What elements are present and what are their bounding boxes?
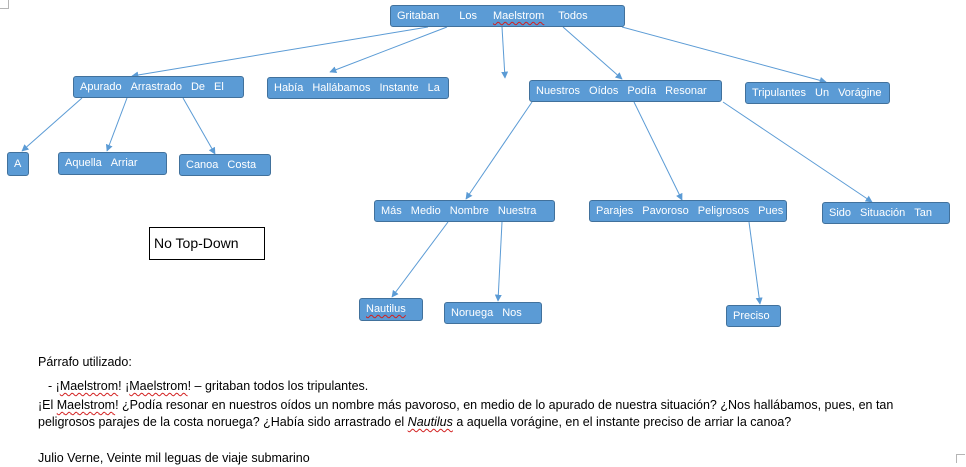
- node-a: A: [7, 152, 29, 176]
- note-box: No Top-Down: [149, 227, 265, 260]
- connector-arrow: [21, 97, 83, 152]
- quote-line-fragment: ! – gritaban todos los tripulantes.: [187, 379, 369, 393]
- node-word: Un: [815, 87, 830, 99]
- connector-arrow: [391, 221, 449, 298]
- node-word: Apurado: [80, 81, 122, 93]
- nautilus-italic-word: Nautilus: [407, 415, 453, 429]
- quote-line: - ¡Maelstrom! ¡Maelstrom! – gritaban tod…: [48, 378, 368, 394]
- connector-arrow: [748, 221, 763, 305]
- node-word: A: [14, 158, 22, 170]
- quote-line-fragment: - ¡: [48, 379, 60, 393]
- attribution: Julio Verne, Veinte mil leguas de viaje …: [38, 451, 310, 465]
- connector-arrow: [722, 101, 873, 203]
- node-word: Gritaban: [397, 10, 440, 22]
- body-line-2: peligrosos parajes de la costa noruega? …: [38, 414, 791, 430]
- body-line-1-fragment: ¡El: [38, 398, 57, 412]
- node-sido: Sido Situación Tan: [822, 202, 950, 224]
- node-word: Vorágine: [838, 87, 882, 99]
- node-word: Aquella: [65, 157, 102, 169]
- node-word: Parajes: [596, 205, 634, 217]
- body-line-1: ¡El Maelstrom! ¿Podía resonar en nuestro…: [38, 397, 893, 413]
- node-tripulantes: Tripulantes Un Vorágine: [745, 82, 890, 104]
- node-word: Hallábamos: [312, 82, 371, 94]
- body-line-1-text: ¡El Maelstrom! ¿Podía resonar en nuestro…: [38, 398, 893, 412]
- node-word: Maelstrom: [492, 10, 545, 22]
- quote-line-fragment: ! ¡: [118, 379, 130, 393]
- node-word: Nombre: [449, 205, 489, 217]
- node-word: Podía: [627, 85, 657, 97]
- node-parajes: Parajes Pavoroso Peligrosos Pues: [589, 200, 787, 222]
- connector-arrow: [494, 221, 503, 302]
- node-root: Gritaban Los Maelstrom Todos: [390, 5, 625, 27]
- node-apurado: Apurado Arrastrado De El: [73, 76, 244, 98]
- node-mas: Más Medio Nombre Nuestra: [374, 200, 555, 222]
- node-word: Pues: [758, 205, 784, 217]
- connector-arrow: [182, 97, 216, 155]
- connector-arrow: [329, 26, 448, 74]
- node-nuestros: Nuestros Oídos Podía Resonar: [529, 80, 722, 102]
- connector-arrow: [562, 26, 623, 80]
- node-word: Situación: [860, 207, 906, 219]
- node-word: Nautilus: [366, 303, 406, 315]
- node-word: Noruega: [451, 307, 494, 319]
- node-word: Resonar: [665, 85, 707, 97]
- body-line-2-post: a aquella vorágine, en el instante preci…: [452, 415, 792, 429]
- misspelled-word: Maelstrom: [59, 379, 119, 393]
- node-word: Más: [381, 205, 402, 217]
- connector-arrow: [465, 101, 533, 200]
- connector-arrow: [621, 26, 827, 84]
- node-habia: Había Hallábamos Instante La: [267, 77, 449, 99]
- node-word: Los: [459, 10, 477, 22]
- node-word: La: [427, 82, 440, 94]
- body-line-2-pre: peligrosos parajes de la costa noruega? …: [38, 415, 408, 429]
- page-corner-mark: [0, 0, 9, 9]
- node-word: Canoa: [186, 159, 219, 171]
- node-word: Pavoroso: [642, 205, 689, 217]
- body-line-1-fragment: ! ¿Podía resonar en nuestros oídos un no…: [115, 398, 894, 412]
- node-word: Instante: [379, 82, 419, 94]
- node-word: Nos: [502, 307, 522, 319]
- node-word: Preciso: [733, 310, 770, 322]
- node-aquella: Aquella Arriar: [58, 152, 167, 175]
- node-canoa: Canoa Costa: [179, 154, 271, 176]
- node-preciso: Preciso: [726, 305, 781, 327]
- misspelled-word: Maelstrom: [56, 398, 116, 412]
- node-word: Arriar: [110, 157, 138, 169]
- connector-arrow: [501, 26, 509, 79]
- node-nautilus: Nautilus: [359, 298, 423, 321]
- node-noruega: Noruega Nos: [444, 302, 542, 324]
- node-word: Peligrosos: [697, 205, 750, 217]
- node-word: Costa: [227, 159, 257, 171]
- connector-arrow: [633, 101, 683, 201]
- connector-group: [21, 26, 873, 305]
- node-word: Oídos: [589, 85, 619, 97]
- node-word: Había: [274, 82, 304, 94]
- note-text: No Top-Down: [154, 235, 239, 251]
- node-word: De: [190, 81, 206, 93]
- paragraph-heading: Párrafo utilizado:: [38, 355, 132, 369]
- node-word: Tripulantes: [752, 87, 807, 99]
- node-word: Tan: [914, 207, 933, 219]
- node-word: Todos: [558, 10, 588, 22]
- node-word: Nuestra: [497, 205, 537, 217]
- node-word: El: [214, 81, 224, 93]
- connector-arrow: [131, 26, 429, 79]
- node-word: Nuestros: [536, 85, 581, 97]
- misspelled-word: Maelstrom: [129, 379, 188, 393]
- node-word: Arrastrado: [130, 81, 182, 93]
- quote-line-text: - ¡Maelstrom! ¡Maelstrom! – gritaban tod…: [48, 379, 368, 393]
- node-word: Sido: [829, 207, 852, 219]
- node-word: Medio: [410, 205, 441, 217]
- connector-arrow: [105, 97, 128, 152]
- page-corner-mark: [956, 454, 965, 463]
